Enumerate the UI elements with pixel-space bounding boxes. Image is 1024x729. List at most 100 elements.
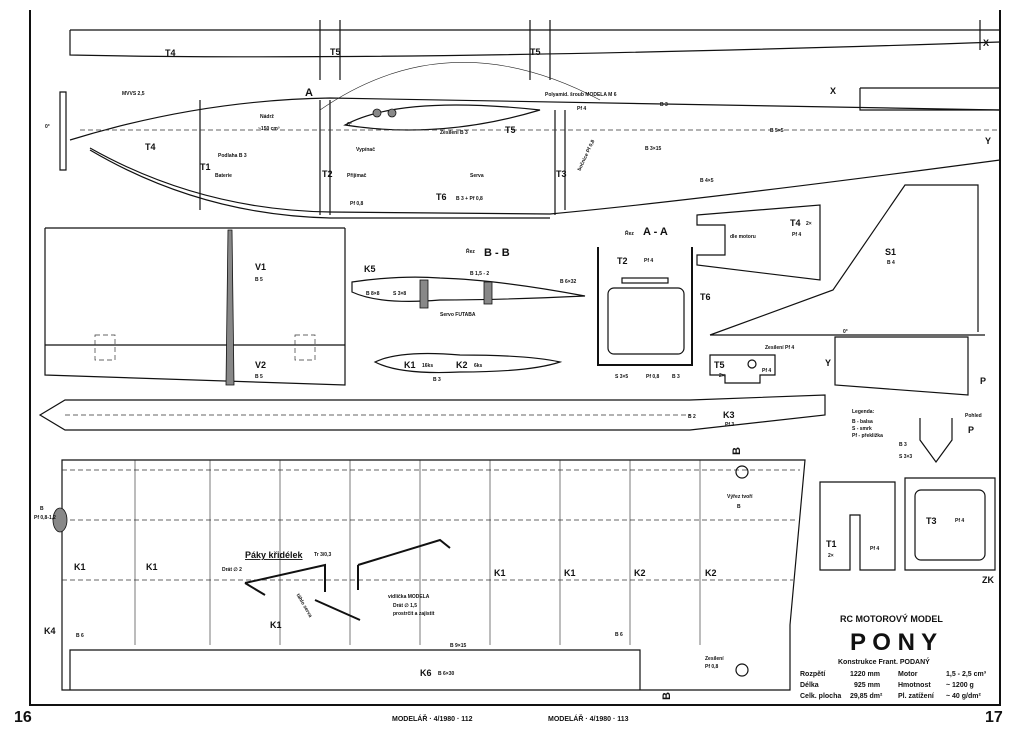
- note-s3x5: S 3×5: [615, 374, 628, 380]
- label-v1: V1: [255, 262, 266, 272]
- wing-stringers: [62, 469, 800, 581]
- label-v2-material: B 5: [255, 374, 263, 380]
- fuselage-bottom-skin: [89, 149, 550, 219]
- spec-label: Rozpětí: [800, 671, 826, 678]
- label-t4-part: T4: [790, 218, 801, 228]
- spec-label: Délka: [800, 682, 819, 689]
- view-p-detail: [919, 418, 953, 464]
- label-rib-k1: K1: [74, 562, 86, 572]
- wing-outline-arc: [319, 62, 601, 111]
- label-t4: T4: [145, 142, 156, 152]
- section-b-marker: B: [731, 447, 743, 455]
- note-cutout-b: B: [737, 504, 741, 510]
- label-k1-count: 16ks: [422, 363, 433, 369]
- spec-value: 1,5 - 2,5 cm³: [946, 671, 987, 678]
- label-rib-k1: K1: [146, 562, 158, 572]
- long-spar: B 2 K3 Pf 3: [38, 394, 826, 431]
- wing-top-strip: [69, 29, 1001, 58]
- note-b6: B 6: [76, 633, 84, 639]
- label-k1-rib: K1: [404, 360, 416, 370]
- note-b9x15: B 9×15: [450, 643, 466, 649]
- footer-left: MODELÁŘ · 4/1980 · 112: [392, 714, 473, 723]
- sheet-frame: [29, 10, 1001, 706]
- note-reinforce: Zesílení B 3: [440, 130, 468, 136]
- label-t1-count: 2×: [828, 553, 834, 559]
- label-x-2: X: [830, 86, 836, 96]
- label-view-p: P: [968, 425, 974, 435]
- label-t4-material: Pf 4: [792, 232, 801, 238]
- note-wire-15-instr: prostrčit a zajistit: [393, 611, 435, 617]
- note-clevis: vidlička MODELA: [388, 594, 430, 600]
- label-t2: T2: [322, 169, 333, 179]
- label-k5: K5: [364, 264, 376, 274]
- note-screw: Polyamid. šroub MODELA M 6: [545, 92, 617, 98]
- footer-right: MODELÁŘ · 4/1980 · 113: [548, 714, 629, 723]
- aileron-lever-left: [244, 563, 326, 596]
- spar-front: [419, 279, 429, 309]
- note-b6-2: B 6: [615, 632, 623, 638]
- stabilizer-outline: [44, 227, 346, 386]
- section-b-b: Řez B - B K5 B 1,5 - 2 B 8×8 S 3×8 B 6×3…: [351, 247, 586, 383]
- label-k6-material: B 6×30: [438, 671, 454, 677]
- section-aa-title: A - A: [643, 226, 668, 238]
- label-spar-b2: B 2: [688, 414, 696, 420]
- label-t3-material: Pf 4: [955, 518, 964, 524]
- leading-edge-detail: [52, 507, 68, 533]
- label-t5-top-2: T5: [530, 47, 541, 57]
- label-rib-k1: K1: [494, 568, 506, 578]
- label-y: Y: [985, 136, 991, 146]
- note-t6-material: B 3 + Pf 0,8: [456, 196, 483, 202]
- formers-parts: T1 2× Pf 4 T3 Pf 4 ZK: [819, 477, 996, 585]
- label-s1-material: B 4: [887, 260, 895, 266]
- fuselage-outline: [69, 97, 1001, 215]
- section-a-a: Řez A - A T2 Pf 4 T6 S 3×5 Pf 0,8 B 3: [597, 226, 711, 380]
- note-tank-volume: ~150 cm³: [258, 126, 280, 132]
- note-reinforce-wing: Zesílení: [705, 656, 724, 662]
- label-rib-k1: K1: [564, 568, 576, 578]
- note-aa-pf4: Pf 4: [644, 258, 653, 264]
- label-t1: T1: [200, 162, 211, 172]
- label-t1-part: T1: [826, 539, 837, 549]
- section-aa-prefix: Řez: [625, 229, 634, 237]
- label-k2-count: 6ks: [474, 363, 483, 369]
- page-number-right: 17: [985, 709, 1003, 726]
- note-view-b3: B 3: [899, 442, 907, 448]
- note-b15: B 1,5 - 2: [470, 271, 489, 277]
- spec-value: 29,85 dm²: [850, 693, 883, 700]
- aileron-levers-title: Páky křidélek: [245, 550, 304, 560]
- formers: [199, 100, 566, 215]
- dowel-icon: [387, 108, 397, 118]
- part-t1: [819, 481, 896, 571]
- label-rib-k2: K2: [705, 568, 717, 578]
- label-t5-count: 2×: [719, 373, 725, 379]
- rib-k1-k2: [373, 352, 563, 374]
- note-fin-angle: 0°: [843, 329, 848, 335]
- spec-value: ~ 40 g/dm²: [946, 693, 981, 700]
- part-t5: [709, 354, 776, 384]
- dowel-icon: [372, 108, 382, 118]
- note-s3x8: S 3×8: [393, 291, 406, 297]
- section-a-marker: A: [305, 87, 313, 99]
- label-t6: T6: [436, 192, 447, 202]
- part-t4: [696, 204, 821, 281]
- label-t2-section: T2: [617, 256, 628, 266]
- legend-title: Legenda:: [852, 409, 875, 415]
- model-name: P O N Y: [850, 629, 937, 656]
- section-bb-prefix: Řez: [466, 247, 475, 255]
- label-t4-top: T4: [165, 48, 176, 58]
- section-aa-box: [597, 247, 693, 366]
- note-tank: Nádrž: [260, 114, 274, 120]
- section-b-marker-2: B: [661, 692, 673, 700]
- label-rib-k1: K1: [270, 620, 282, 630]
- designer: Konstrukce Frant. PODANÝ: [838, 657, 930, 666]
- part-t3: [904, 477, 996, 571]
- joiner: [225, 229, 235, 386]
- label-t4-count: 2×: [806, 221, 812, 227]
- label-rib-k4: K4: [44, 626, 56, 636]
- t3-window: [914, 489, 986, 561]
- note-pf08: Pf 0,8: [350, 201, 364, 207]
- label-t3-part: T3: [926, 516, 937, 526]
- part-s1-fin: [709, 184, 985, 336]
- fuselage-side-view: T4 T5 T5 T4 T1 T2 T3 T6 T5 MVVS 2,5 Nádr…: [45, 20, 1001, 219]
- note-wire-15: Drát ∅ 1,5: [393, 603, 417, 609]
